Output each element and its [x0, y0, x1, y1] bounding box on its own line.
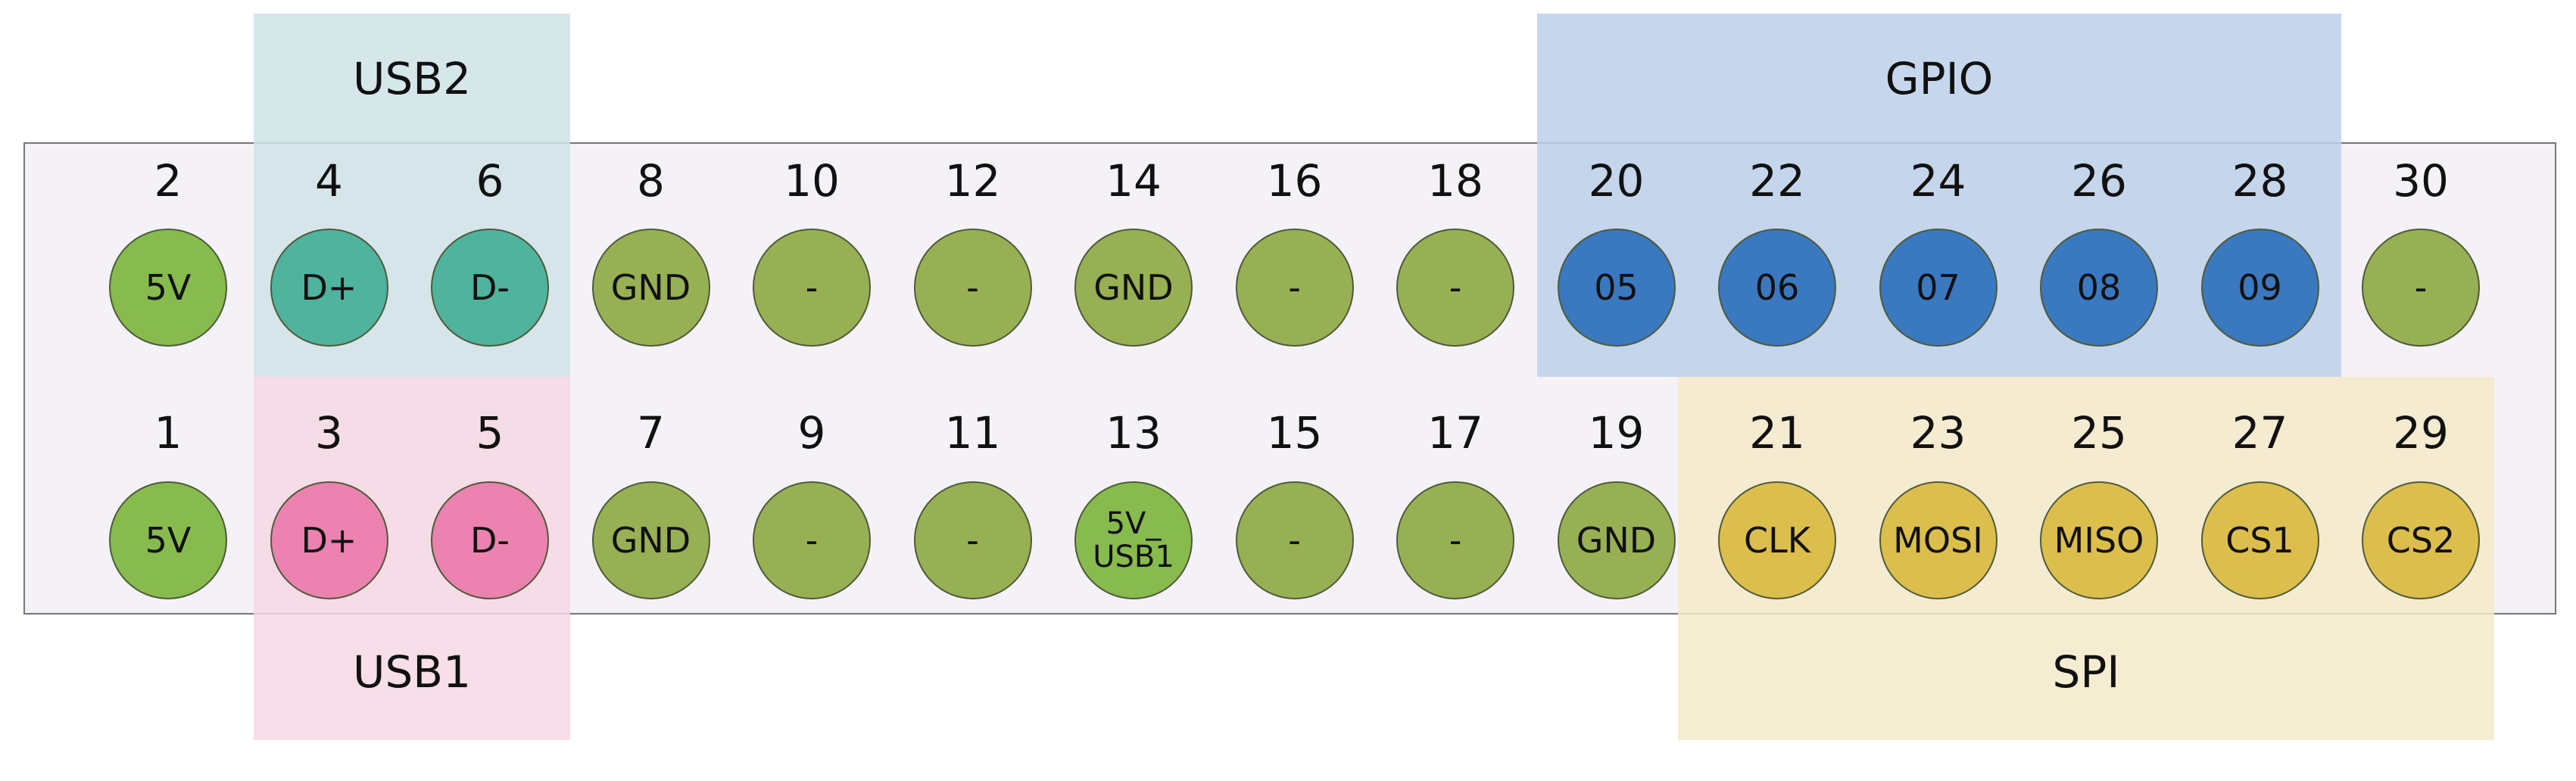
pin-8: GND [591, 229, 710, 347]
pin-10: - [753, 229, 871, 347]
pin-19: GND [1557, 481, 1676, 599]
bottom-row-pin-number: 27 [2231, 407, 2288, 459]
pin-27: CS1 [2200, 481, 2319, 599]
bottom-row-pin-number: 11 [944, 407, 1001, 459]
top-row-pin-number: 16 [1266, 155, 1323, 207]
top-row-pin-number: 28 [2231, 155, 2288, 207]
pin-7: GND [591, 481, 710, 599]
pin-5: D- [431, 481, 549, 599]
pin-29: CS2 [2362, 481, 2480, 599]
pin-14: GND [1074, 229, 1193, 347]
bottom-row-pin-number: 1 [154, 407, 182, 459]
pin-9: - [753, 481, 871, 599]
bottom-row-pin-number: 23 [1910, 407, 1966, 459]
bottom-row-pin-number: 29 [2393, 407, 2449, 459]
pin-2: 5V [109, 229, 227, 347]
usb1-label: USB1 [353, 646, 471, 698]
pin-12: - [913, 229, 1032, 347]
bottom-row-pin-number: 21 [1749, 407, 1805, 459]
spi-label: SPI [2052, 646, 2120, 698]
pin-1: 5V [109, 481, 227, 599]
top-row-pin-number: 2 [154, 155, 182, 207]
pin-30: - [2362, 229, 2480, 347]
pin-26: 08 [2040, 229, 2158, 347]
top-row-pin-number: 4 [315, 155, 343, 207]
bottom-row-pin-number: 7 [637, 407, 665, 459]
pin-16: - [1235, 229, 1354, 347]
top-row-pin-number: 8 [637, 155, 665, 207]
top-row-pin-number: 18 [1427, 155, 1483, 207]
pin-25: MISO [2040, 481, 2158, 599]
gpio-label: GPIO [1885, 53, 1994, 104]
pin-28: 09 [2200, 229, 2319, 347]
top-row-pin-number: 24 [1910, 155, 1966, 207]
top-row-pin-number: 30 [2393, 155, 2449, 207]
top-row-pin-number: 20 [1588, 155, 1645, 207]
bottom-row-pin-number: 15 [1266, 407, 1323, 459]
bottom-row-pin-number: 3 [315, 407, 343, 459]
pin-11: - [913, 481, 1032, 599]
top-row-pin-number: 10 [784, 155, 840, 207]
top-row-pin-number: 6 [476, 155, 504, 207]
top-row-pin-number: 26 [2071, 155, 2127, 207]
bottom-row-pin-number: 13 [1106, 407, 1162, 459]
pin-13: 5V_ USB1 [1074, 481, 1193, 599]
pin-15: - [1235, 481, 1354, 599]
bottom-row-pin-number: 9 [797, 407, 826, 459]
top-row-pin-number: 14 [1106, 155, 1162, 207]
bottom-row-pin-number: 19 [1588, 407, 1645, 459]
pin-18: - [1396, 229, 1514, 347]
pin-4: D+ [270, 229, 388, 347]
pin-3: D+ [270, 481, 388, 599]
usb2-label: USB2 [353, 53, 471, 104]
pin-22: 06 [1718, 229, 1836, 347]
bottom-row-pin-number: 17 [1427, 407, 1483, 459]
bottom-row-pin-number: 25 [2071, 407, 2127, 459]
pin-20: 05 [1557, 229, 1676, 347]
top-row-pin-number: 22 [1749, 155, 1805, 207]
top-row-pin-number: 12 [944, 155, 1001, 207]
pin-17: - [1396, 481, 1514, 599]
pin-6: D- [431, 229, 549, 347]
bottom-row-pin-number: 5 [476, 407, 504, 459]
pin-21: CLK [1718, 481, 1836, 599]
pin-23: MOSI [1879, 481, 1997, 599]
pin-24: 07 [1879, 229, 1997, 347]
